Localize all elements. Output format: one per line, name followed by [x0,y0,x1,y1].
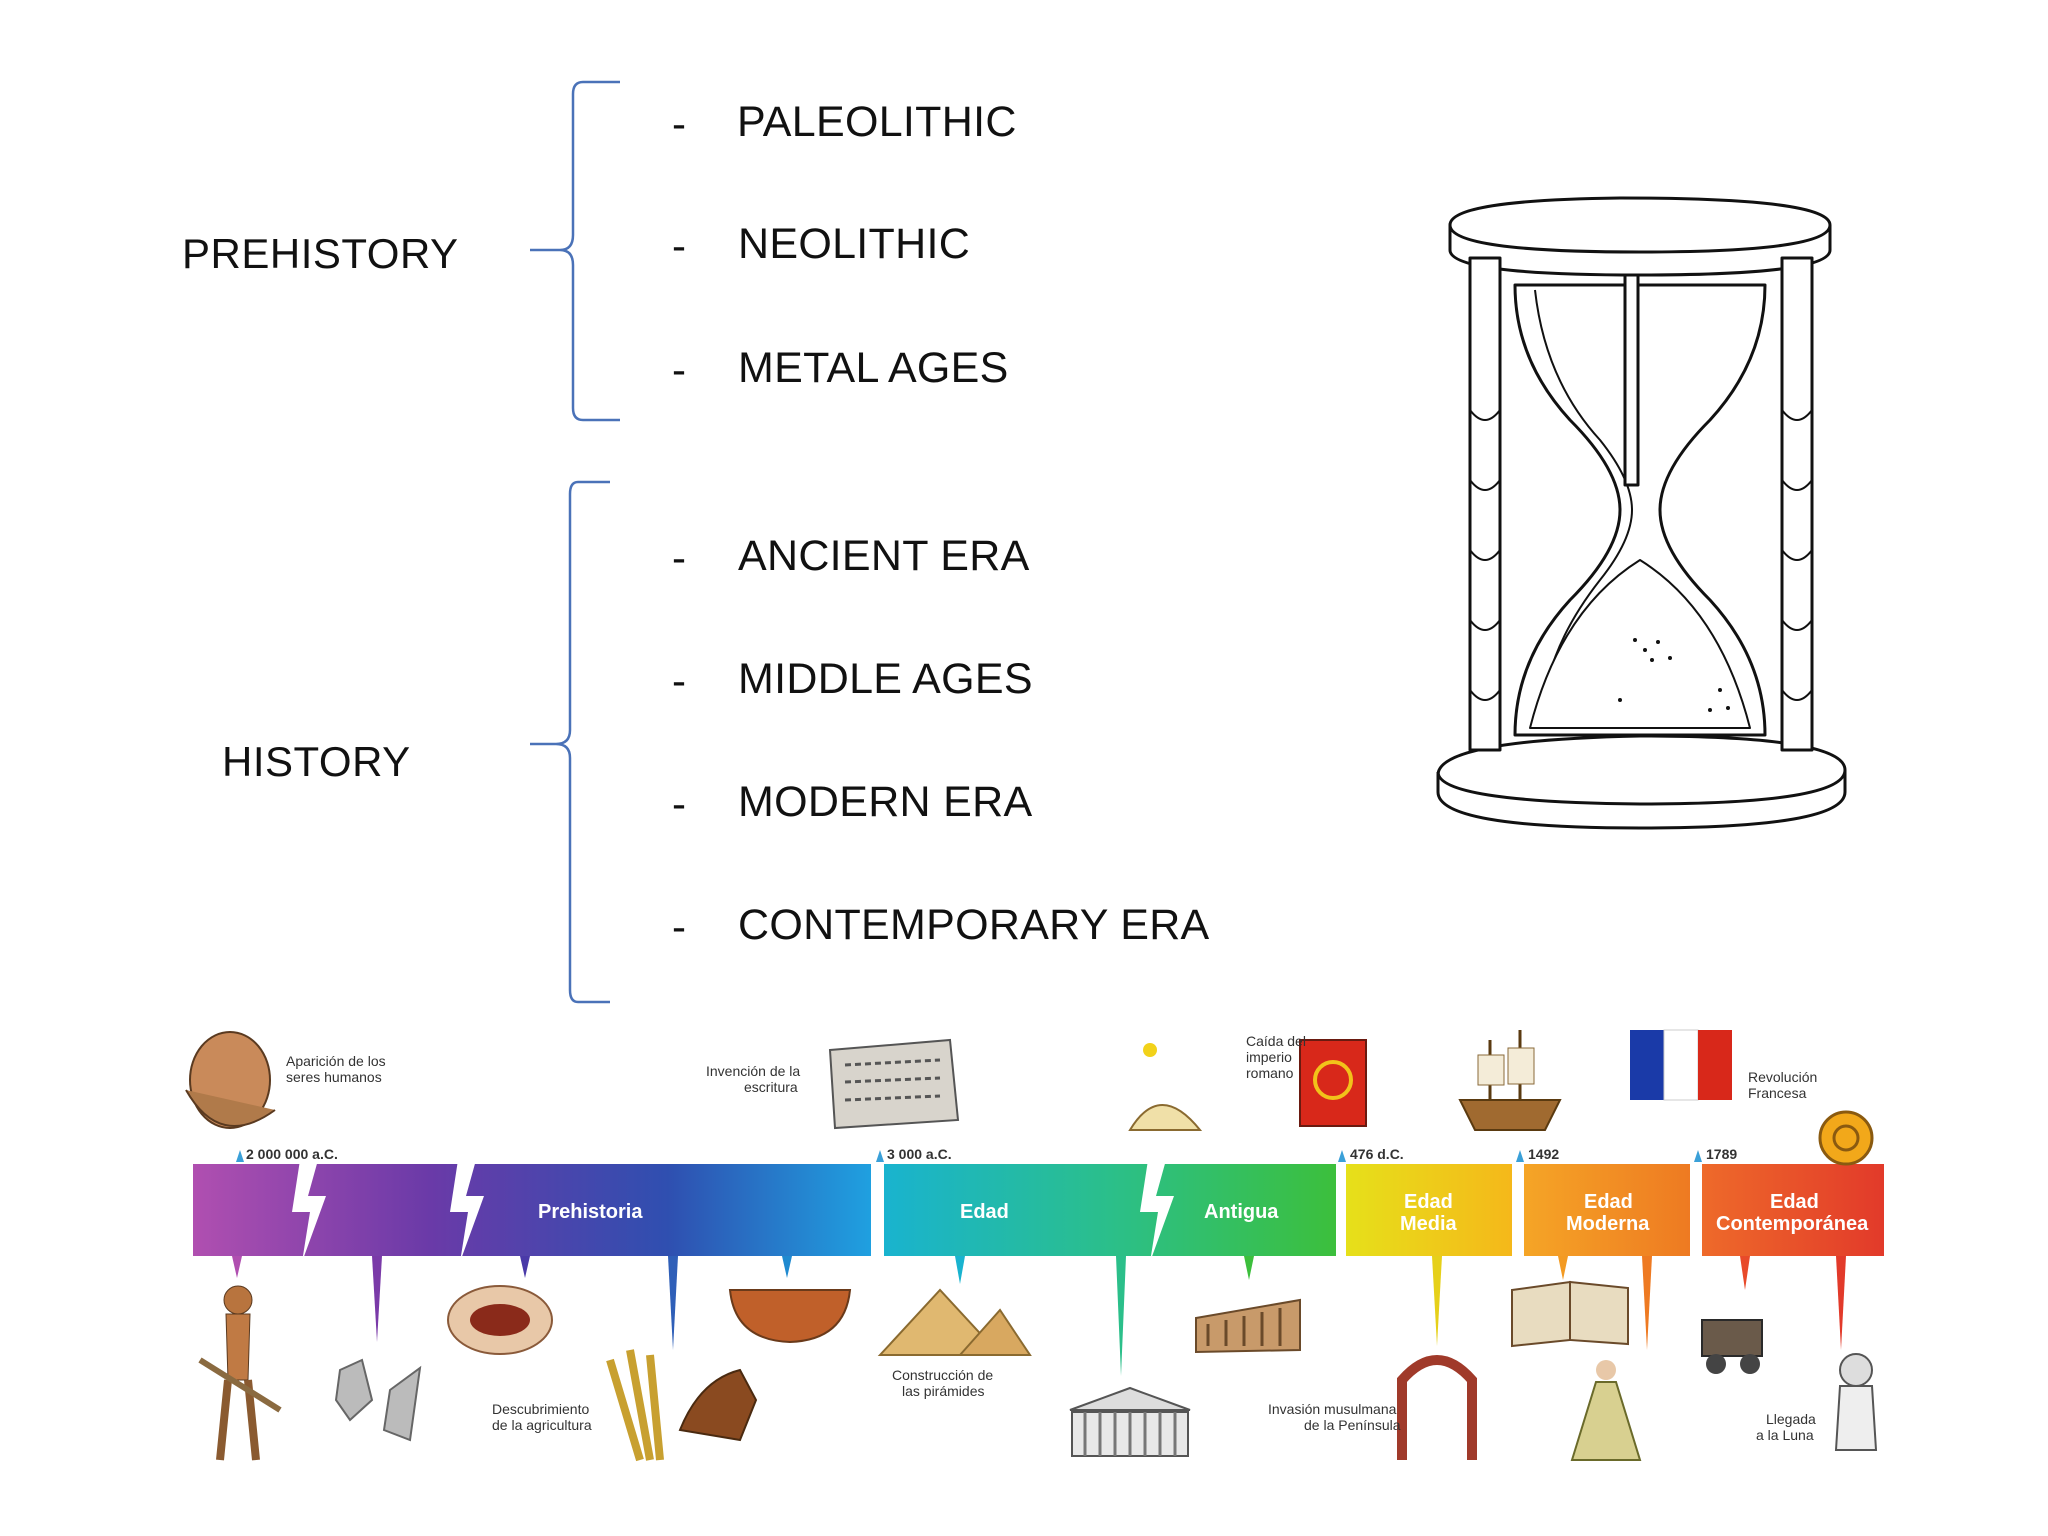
band-edad-moderna [1524,1164,1690,1256]
annotation: imperio [1246,1049,1292,1065]
annotation: Aparición de los [286,1053,386,1069]
band-label-prehistoria: Prehistoria [538,1201,643,1223]
braces [530,80,620,1004]
event-pointers [232,1256,1846,1376]
bowl-icon [728,1289,852,1344]
list-item-neolithic: NEOLITHIC [738,220,971,268]
annotation: Descubrimiento [492,1401,589,1417]
arch-icon [1397,1355,1477,1460]
stone-tablet-icon [828,1038,960,1130]
list-item-dash: - [672,780,686,827]
date-label: 3 000 a.C. [887,1146,952,1162]
annotation: Llegada [1766,1411,1816,1427]
wheat-horse-icon [606,1349,758,1462]
band-label-media-2: Media [1400,1213,1458,1235]
parthenon-icon [1069,1386,1191,1457]
list-item-dash: - [672,222,686,269]
annotation: Caída del [1246,1033,1306,1049]
caravel-ship-icon [1458,1030,1562,1131]
annotation: escritura [744,1079,798,1095]
astronaut-icon [1834,1353,1878,1451]
band-edad-media [1346,1164,1512,1256]
annotation: de la agricultura [492,1417,592,1433]
date-label: 1789 [1706,1146,1737,1162]
annotation: Construcción de [892,1367,993,1383]
locomotive-icon [1701,1319,1763,1374]
history-brace [530,480,610,1004]
list-item-dash: - [672,534,686,581]
band-label-edad: Edad [960,1201,1009,1223]
hourglass-illustration [1436,196,1847,830]
annotation: seres humanos [286,1069,382,1085]
prehistory-brace [530,80,620,422]
annotation: de la Península [1304,1417,1401,1433]
band-label-contemporanea-2: Contemporánea [1716,1213,1869,1235]
date-label: 2 000 000 a.C. [246,1146,338,1162]
nativity-icon [1128,1043,1203,1131]
list-item-contemporary-era: CONTEMPORARY ERA [738,901,1210,949]
date-label: 476 d.C. [1350,1146,1404,1162]
list-item-dash: - [672,346,686,393]
band-edad-contemporanea [1702,1164,1884,1256]
computer-at-icon [1818,1110,1874,1166]
list-item-middle-ages: MIDDLE AGES [738,655,1033,703]
french-flag-icon [1630,1029,1732,1101]
annotation: Revolución [1748,1069,1817,1085]
list-item-dash: - [672,903,686,950]
annotation: a la Luna [1756,1427,1814,1443]
book-icon [1511,1280,1629,1348]
pyramids-icon [877,1288,1032,1356]
band-label-moderna-1: Edad [1584,1191,1633,1213]
date-label: 1492 [1528,1146,1559,1162]
list-item-dash: - [672,100,686,147]
band-label-media-1: Edad [1404,1191,1453,1213]
cave-painting-icon [447,1285,553,1355]
list-item-ancient-era: ANCIENT ERA [738,532,1030,580]
caveman-figure-icon [198,1285,282,1461]
band-label-moderna-2: Moderna [1566,1213,1650,1235]
annotation: Francesa [1748,1085,1807,1101]
lightning-breaks [292,1160,1174,1262]
roman-banner-icon [1299,1039,1367,1127]
annotation: Invención de la [706,1063,800,1079]
lady-dress-icon [1570,1360,1642,1461]
list-item-dash: - [672,657,686,704]
stone-tools-icon [334,1358,422,1442]
annotation: Invasión musulmana [1268,1401,1397,1417]
band-label-antigua: Antigua [1204,1201,1279,1223]
prehistory-label: PREHISTORY [182,230,459,277]
list-item-modern-era: MODERN ERA [738,778,1033,826]
list-item-metal-ages: METAL AGES [738,344,1009,392]
band-edad-antigua [884,1164,1336,1256]
annotation: las pirámides [902,1383,984,1399]
colosseum-icon [1195,1298,1301,1354]
annotation: romano [1246,1065,1294,1081]
band-label-contemporanea-1: Edad [1770,1191,1819,1213]
caveman-head-icon [185,1031,276,1129]
history-label: HISTORY [222,738,411,785]
list-item-paleolithic: PALEOLITHIC [737,98,1017,146]
